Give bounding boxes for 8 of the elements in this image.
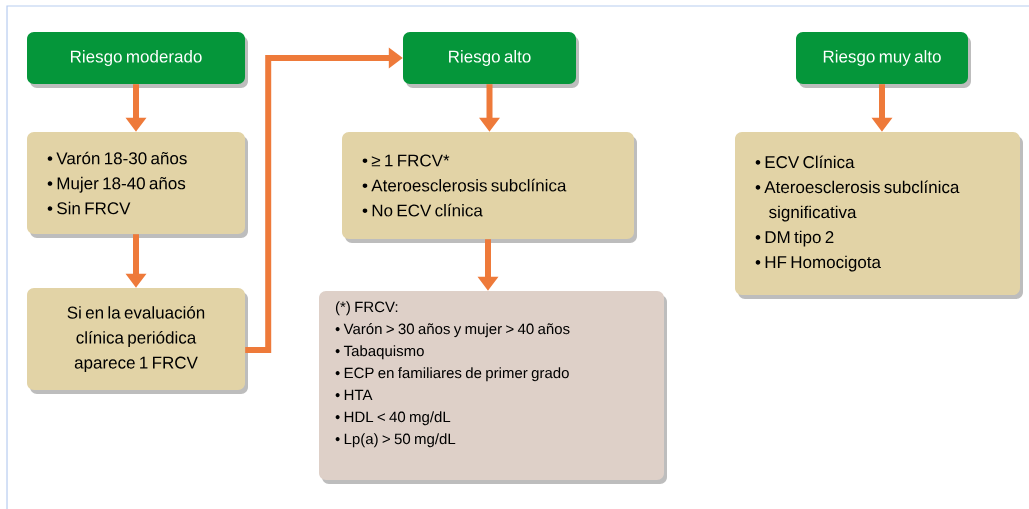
criteria-box: Si en la evaluación clínica periódica aparece 1 FRCV: [27, 288, 248, 394]
risk-level-box: Riesgo muy alto: [796, 32, 971, 88]
risk-level-box: Riesgo moderado: [27, 32, 248, 88]
criteria-box: • ≥ 1 FRCV* • Ateroesclerosis subclínica • No ECV clínica: [342, 132, 637, 243]
criteria-box: • ECV Clínica • Ateroesclerosis subclínica significativa • DM tipo 2 • HF Homocigota: [735, 132, 1023, 299]
criteria-box: • Varón 18-30 años • Mujer 18-40 años • Sin FRCV: [27, 132, 248, 238]
note-box: (*) FRCV: • Varón > 30 años y mujer > 40 años • Tabaquismo • ECP en familiares de primer grado • HTA • HDL < 40 mg/dL • Lp(a) > 50 mg/dL: [319, 291, 667, 484]
risk-level-box: Riesgo alto: [403, 32, 579, 88]
